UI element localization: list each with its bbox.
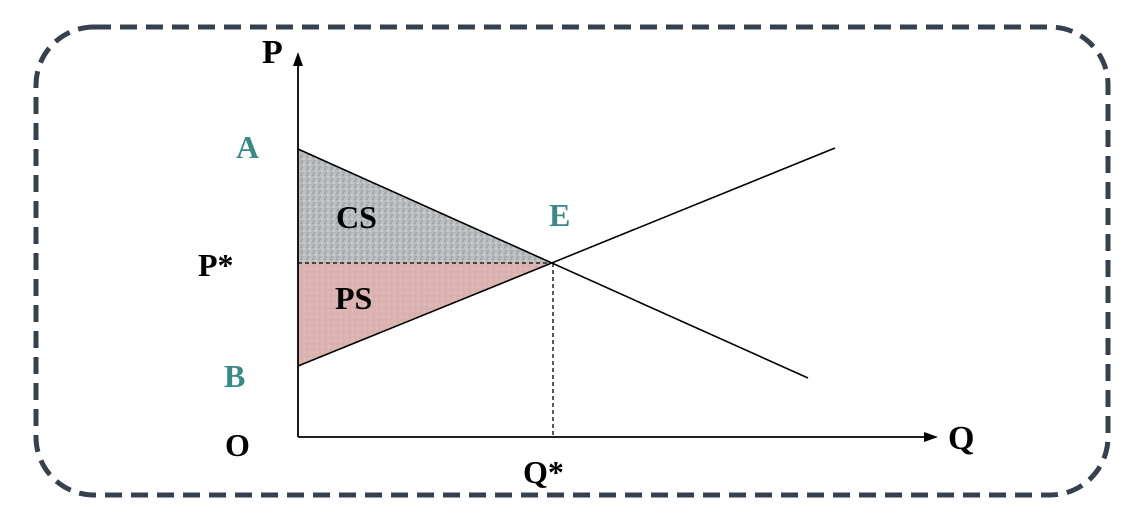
- origin-label: O: [225, 427, 250, 463]
- price-axis-label: P: [262, 34, 283, 71]
- dashed-frame: [33, 24, 1111, 498]
- point-b-label: B: [224, 358, 245, 394]
- supply-curve: [297, 147, 836, 367]
- price-axis-arrow: [293, 52, 303, 66]
- quantity-axis-label: Q: [948, 420, 974, 457]
- point-e-label: E: [549, 197, 570, 233]
- producer-surplus-label: PS: [335, 280, 372, 316]
- consumer-surplus-label: CS: [336, 199, 377, 235]
- point-a-label: A: [236, 129, 259, 165]
- quantity-axis-arrow: [924, 432, 938, 442]
- equilibrium-quantity-label: Q*: [523, 454, 564, 490]
- equilibrium-price-label: P*: [198, 247, 234, 283]
